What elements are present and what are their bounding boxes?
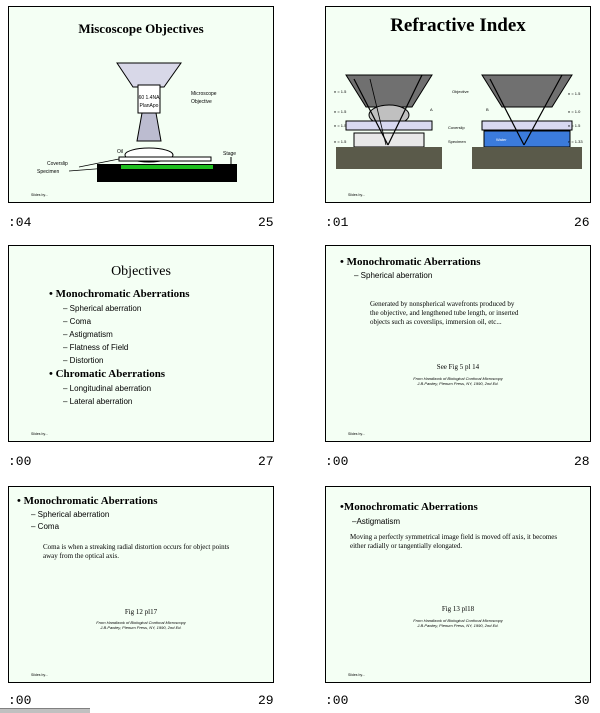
slide-footer: Slides by... [31, 432, 48, 436]
sub-bullet: – Spherical aberration [31, 510, 110, 519]
oil-label: Oil [117, 149, 123, 155]
sub-bullet: – Flatness of Field [63, 343, 129, 352]
slide-paragraph: Generated by nonspherical wavefronts pro… [370, 300, 519, 326]
slide-time: :00 [325, 693, 349, 708]
slide-28[interactable]: • Monochromatic Aberrations – Spherical … [325, 245, 591, 442]
sub-bullet: – Distortion [63, 356, 104, 365]
slide-time: :00 [325, 454, 349, 469]
sub-bullet: – Longitudinal aberration [63, 384, 152, 393]
slide-paragraph: Moving a perfectly symmetrical image fie… [350, 533, 558, 550]
slide-footer: Slides by... [348, 193, 365, 197]
mark-b: B [486, 107, 489, 112]
objective-spec-label: 60 1.4NA [139, 95, 161, 101]
mark-a: A [430, 107, 433, 112]
specimen-label: Specimen [37, 169, 59, 175]
slide-footer: Slides by... [348, 432, 365, 436]
slide-title: Miscoscope Objectives [78, 21, 204, 36]
coverslip-label: Coverslip [47, 161, 68, 167]
slide-time: :04 [8, 215, 32, 230]
slide-footer: Slides by... [348, 673, 365, 677]
slide-number: 27 [258, 454, 274, 469]
slide-paragraph: Coma is when a streaking radial distorti… [43, 543, 230, 560]
slide-number: 25 [258, 215, 274, 230]
bullet-heading: • Monochromatic Aberrations [17, 495, 158, 507]
citation: From Handbook of Biological Confocal Mic… [96, 620, 186, 630]
slide-29[interactable]: • Monochromatic Aberrations – Spherical … [8, 486, 274, 683]
sub-bullet: – Spherical aberration [354, 271, 433, 280]
objective-label: Objective [191, 99, 212, 105]
citation: From Handbook of Biological Confocal Mic… [413, 376, 503, 386]
water-label: Water [496, 137, 507, 142]
slide-footer: Slides by... [31, 673, 48, 677]
figure-reference: Fig 13 pl18 [441, 605, 475, 613]
ri-label: n = 1.0 [568, 109, 581, 114]
stage-label: Stage [223, 151, 236, 157]
bullet-heading: • Monochromatic Aberrations [49, 288, 190, 300]
slide-number: 29 [258, 693, 274, 708]
slide-title: Objectives [111, 264, 171, 279]
bullet-heading: • Chromatic Aberrations [49, 368, 166, 380]
slide-27[interactable]: Objectives • Monochromatic Aberrations –… [8, 245, 274, 442]
figure-reference: Fig 12 pl17 [124, 608, 158, 616]
microscope-label: Microscope [191, 91, 217, 97]
slide-26[interactable]: Refractive Index n = 1.5 n = 1.5 n = 1.5… [325, 6, 591, 203]
objective-label: Objective [452, 89, 469, 94]
status-strip [0, 708, 90, 713]
slide-number: 26 [574, 215, 590, 230]
ri-label: n = 1.5 [568, 123, 581, 128]
refractive-index-diagram: n = 1.5 n = 1.5 n = 1.5 n = 1.5 n = 1.5 … [334, 74, 583, 169]
ri-label: n = 1.5 [334, 109, 347, 114]
slide-30[interactable]: •Monochromatic Aberrations –Astigmatism … [325, 486, 591, 683]
slide-footer: Slides by... [31, 193, 48, 197]
bullet-heading: • Monochromatic Aberrations [340, 256, 481, 268]
sub-bullet: –Astigmatism [352, 517, 401, 526]
slide-number: 28 [574, 454, 590, 469]
ri-label: n = 1.5 [568, 91, 581, 96]
slide-time: :00 [8, 454, 32, 469]
microscope-objective-diagram: 60 1.4NA PlanApo Microscope Objective Oi… [37, 62, 237, 182]
slide-time: :01 [325, 215, 349, 230]
bullet-heading: •Monochromatic Aberrations [340, 501, 478, 513]
figure-reference: See Fig 5 pl 14 [436, 363, 480, 371]
sub-bullet: – Coma [31, 522, 60, 531]
sub-bullet: – Astigmatism [63, 330, 113, 339]
sub-bullet: – Spherical aberration [63, 304, 142, 313]
slide-25[interactable]: Miscoscope Objectives 60 1.4NA PlanApo M… [8, 6, 274, 203]
sub-bullet: – Coma [63, 317, 92, 326]
ri-label: n = 1.5 [334, 89, 347, 94]
slide-title: Refractive Index [390, 15, 526, 36]
citation: From Handbook of Biological Confocal Mic… [413, 618, 503, 628]
specimen-label: Specimen [448, 139, 466, 144]
coverslip-label: Coverslip [448, 125, 465, 130]
sub-bullet: – Lateral aberration [63, 397, 133, 406]
objective-spec-label-2: PlanApo [140, 103, 159, 109]
slide-number: 30 [574, 693, 590, 708]
ri-label: n = 1.5 [334, 123, 347, 128]
ri-label: n = 1.33 [568, 139, 583, 144]
slide-time: :00 [8, 693, 32, 708]
ri-label: n = 1.5 [334, 139, 347, 144]
